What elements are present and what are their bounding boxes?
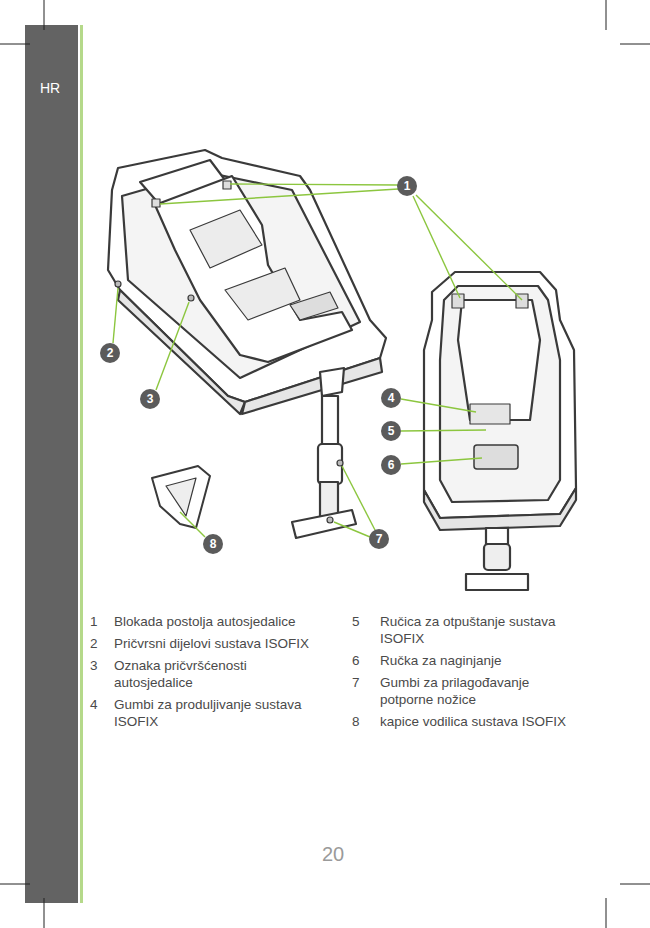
callout-text: 1 [404, 180, 411, 192]
item-text: Blokada postolja autosjedalice [114, 613, 296, 630]
language-tab: HR [40, 80, 60, 96]
item-text: Gumbi za prilagođavanje potporne nožice [380, 674, 570, 708]
parts-list-item: 6Ručka za naginjanje [352, 652, 570, 669]
isofix-guide-cap [152, 466, 210, 528]
callout-number: 4 [381, 388, 401, 408]
callout-number: 2 [100, 343, 120, 363]
callout-text: 3 [147, 393, 154, 405]
item-number: 7 [352, 674, 380, 708]
item-number: 3 [90, 657, 114, 691]
page-number: 20 [322, 843, 344, 866]
leader-lines [113, 184, 522, 537]
parts-list-item: 1Blokada postolja autosjedalice [90, 613, 322, 630]
callout-number: 6 [381, 455, 401, 475]
item-text: Ručka za naginjanje [380, 652, 502, 669]
callout-number: 1 [397, 176, 417, 196]
callout-text: 8 [210, 538, 217, 550]
item-text: Ručica za otpuštanje sustava ISOFIX [380, 613, 570, 647]
parts-list-item: 3Oznaka pričvršćenosti autosjedalice [90, 657, 322, 691]
callout-text: 5 [388, 425, 395, 437]
green-rule [80, 25, 83, 903]
parts-list-item: 4Gumbi za produljivanje sustava ISOFIX [90, 696, 322, 730]
callout-text: 2 [107, 347, 114, 359]
parts-list-column: 1Blokada postolja autosjedalice2Pričvrsn… [90, 613, 322, 730]
parts-list-column: 5Ručica za otpuštanje sustava ISOFIX6Ruč… [352, 613, 570, 730]
item-number: 4 [90, 696, 114, 730]
item-text: Pričvrsni dijelovi sustava ISOFIX [114, 635, 309, 652]
callout-text: 7 [376, 533, 383, 545]
item-text: Oznaka pričvršćenosti autosjedalice [114, 657, 322, 691]
base-side-view [108, 150, 386, 538]
callout-number: 8 [203, 534, 223, 554]
item-number: 1 [90, 613, 114, 630]
callout-text: 4 [388, 392, 395, 404]
parts-list-item: 8kapice vodilica sustava ISOFIX [352, 713, 570, 730]
parts-list-item: 7Gumbi za prilagođavanje potporne nožice [352, 674, 570, 708]
item-text: Gumbi za produljivanje sustava ISOFIX [114, 696, 322, 730]
parts-list-item: 5Ručica za otpuštanje sustava ISOFIX [352, 613, 570, 647]
callout-number: 7 [369, 529, 389, 549]
item-number: 8 [352, 713, 380, 730]
callout-number: 3 [140, 389, 160, 409]
parts-list-item: 2Pričvrsni dijelovi sustava ISOFIX [90, 635, 322, 652]
callout-number: 5 [381, 421, 401, 441]
item-number: 6 [352, 652, 380, 669]
side-bar [25, 25, 78, 903]
item-number: 2 [90, 635, 114, 652]
item-number: 5 [352, 613, 380, 647]
callout-text: 6 [388, 459, 395, 471]
item-text: kapice vodilica sustava ISOFIX [380, 713, 566, 730]
